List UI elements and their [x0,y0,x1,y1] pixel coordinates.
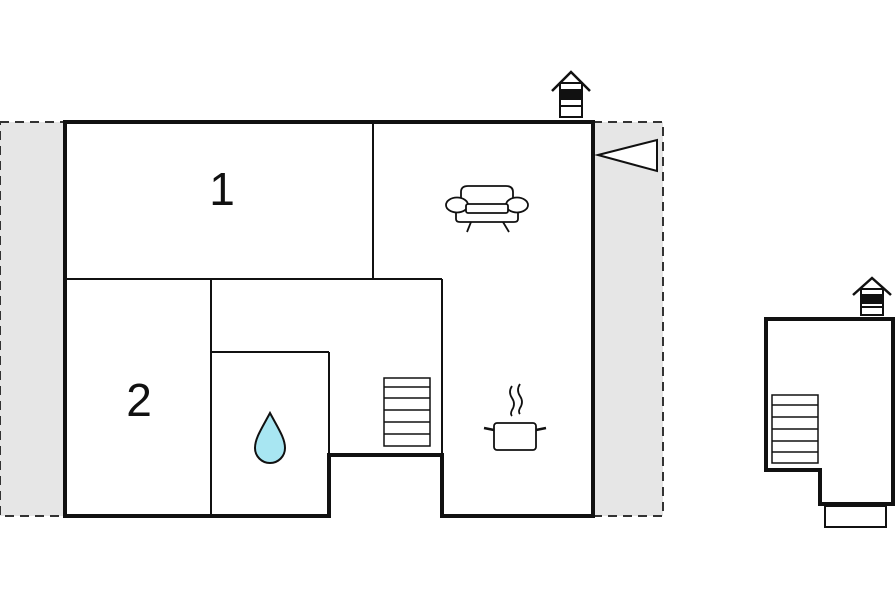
room-2-label: 2 [126,374,152,426]
staircase-icon [383,377,431,447]
building-outline [63,120,595,518]
room-1-label: 1 [209,163,235,215]
sofa-icon [445,185,529,233]
terrace-right [592,121,664,517]
direction-triangle-icon [594,138,658,173]
house-entrance-icon-secondary [852,276,892,316]
terrace-left [0,121,66,517]
house-entrance-icon [551,70,591,118]
staircase-icon-secondary [771,394,819,464]
water-drop-icon [253,410,287,464]
balcony [824,505,887,528]
interior-walls [65,122,443,516]
cooking-pot-icon [483,383,547,451]
